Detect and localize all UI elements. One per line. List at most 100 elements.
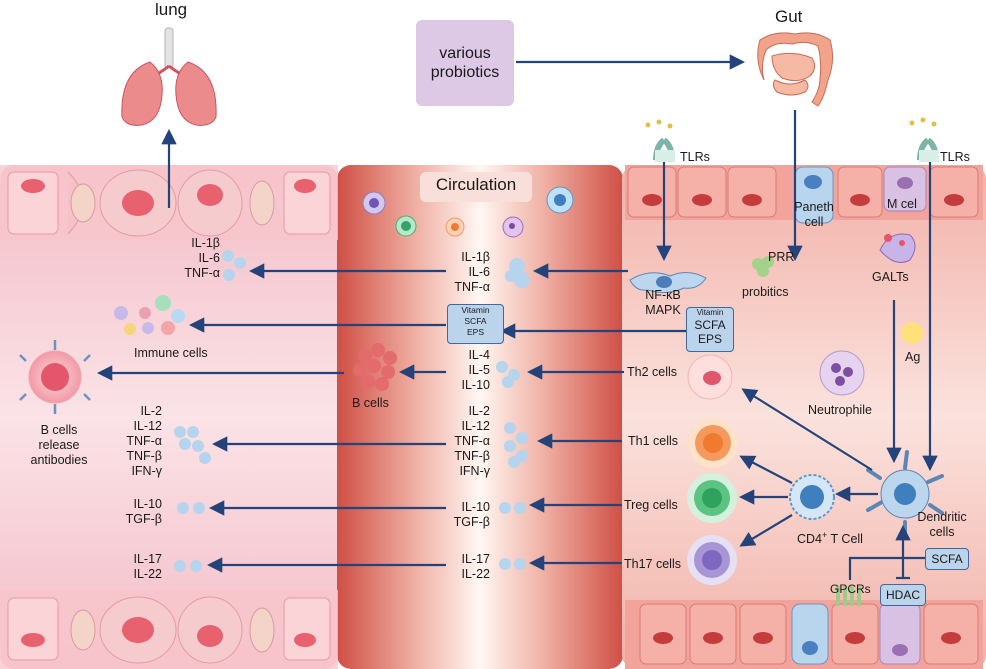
- cytokines-row3-circ: IL-4 IL-5 IL-10: [440, 348, 491, 393]
- immune-cells-label: Immune cells: [134, 346, 208, 360]
- gpcr-receptors: [836, 586, 861, 606]
- cytokine: IFN-γ: [131, 464, 162, 478]
- cytokine: TNF-β: [454, 449, 490, 463]
- cytokine: IL-22: [461, 567, 491, 581]
- immune-cells-cluster: [114, 295, 185, 335]
- cd4-text: CD4: [797, 532, 823, 547]
- cytokine: IL-10: [133, 497, 163, 511]
- gut-metabolite-2: SCFA: [694, 318, 726, 332]
- arrow-cd4-th1: [739, 455, 793, 484]
- cytokine-dots-lung: [174, 250, 246, 572]
- circ-metabolites-box: Vitamin SCFA EPS: [447, 304, 504, 344]
- cytokine: IFN-γ: [459, 464, 490, 478]
- gut-title: Gut: [775, 7, 803, 26]
- probitics-dots: [752, 256, 774, 277]
- treg-cell: [687, 473, 737, 523]
- cd4-rest: T Cell: [827, 532, 863, 547]
- nfkb-dendritic-cell: [629, 272, 707, 294]
- gpcrs-label: GPCRs: [830, 582, 871, 596]
- lung-title: lung: [155, 0, 188, 19]
- dendritic-cell: [866, 450, 944, 538]
- paneth-cell: [794, 166, 834, 224]
- th17-cell: [687, 535, 737, 585]
- circulation-title: Circulation: [435, 175, 517, 194]
- cytokine: TNF-α: [454, 280, 490, 294]
- arrow-cd4-th17: [739, 514, 793, 547]
- cytokine: TNF-α: [184, 266, 220, 280]
- cytokine: TNF-β: [126, 449, 162, 463]
- cytokines-row4-circ: IL-2 IL-12 TNF-α TNF-β IFN-γ: [440, 404, 490, 479]
- probiotics-label: various probiotics: [430, 45, 500, 81]
- cytokine: IL-17: [461, 552, 491, 566]
- mapk-label: MAPK: [645, 303, 681, 317]
- lung-icon: [121, 27, 217, 126]
- cd4-t-cell: [789, 474, 835, 520]
- gut-metabolite-3: EPS: [697, 332, 722, 346]
- tlr-receptor-right: [909, 117, 939, 162]
- blood-cells: [362, 186, 574, 238]
- circulation-panel: [337, 165, 623, 669]
- tlrs-left-label: TLRs: [680, 150, 710, 164]
- prr-label: PRR: [768, 250, 795, 264]
- gut-metabolites-box: Vitamin SCFA EPS: [686, 307, 734, 352]
- cytokine: TNF-α: [454, 434, 490, 448]
- cytokine: IL-4: [468, 348, 490, 362]
- scfa-line-gpcr: [848, 556, 926, 580]
- cytokines-row5-lung: IL-10 TGF-β: [110, 497, 162, 527]
- cytokine: TNF-α: [126, 434, 162, 448]
- cytokine: IL-5: [468, 363, 490, 377]
- cytokine: IL-22: [133, 567, 163, 581]
- cytokine: IL-10: [461, 378, 491, 392]
- galts-label: GALTs: [872, 270, 909, 284]
- cytokines-row6-lung: IL-17 IL-22: [110, 552, 163, 582]
- arrows: [96, 54, 938, 580]
- circ-metabolite-3: EPS: [466, 327, 484, 337]
- cytokine: TGF-β: [125, 512, 162, 526]
- cytokine: IL-6: [468, 265, 490, 279]
- cytokines-row1-lung: IL-1β IL-6 TNF-α: [168, 236, 220, 281]
- paneth-label: Paneth cell: [794, 200, 834, 229]
- cd4-sup: +: [822, 530, 828, 540]
- th2-label: Th2 cells: [627, 365, 678, 379]
- arrow-dc-th2: [741, 388, 873, 471]
- cytokine: IL-12: [461, 419, 491, 433]
- cytokine: IL-2: [468, 404, 490, 418]
- cytokine: IL-12: [133, 419, 163, 433]
- cytokine: IL-10: [461, 500, 491, 514]
- circ-metabolite-2: SCFA: [464, 316, 487, 326]
- cytokine: IL-1β: [191, 236, 220, 250]
- dendritic-label: Dendritic cells: [917, 510, 967, 539]
- probiotics-box: [416, 20, 514, 106]
- galts-icon: [879, 233, 916, 263]
- gut-epithelium-bottom: [625, 600, 983, 669]
- th1-cell: [688, 418, 738, 468]
- hdac-box: HDAC: [880, 584, 926, 606]
- th1-label: Th1 cells: [628, 434, 679, 448]
- lung-panel: [0, 165, 338, 669]
- b-cells-cluster: [353, 343, 397, 391]
- gut-metabolite-1: Vitamin: [696, 308, 724, 317]
- gut-panel: [622, 165, 986, 669]
- th2-cell: [687, 354, 733, 400]
- ag-label: Ag: [905, 350, 921, 364]
- gut-icon: [757, 32, 834, 107]
- treg-label: Treg cells: [624, 498, 678, 512]
- probitics-label: probitics: [742, 285, 789, 299]
- cytokine: TGF-β: [453, 515, 490, 529]
- cytokine: IL-2: [140, 404, 162, 418]
- cytokine: IL-1β: [461, 250, 490, 264]
- scfa-box: SCFA: [925, 548, 969, 570]
- lung-epithelium-bottom: [0, 590, 338, 669]
- cytokine: IL-6: [198, 251, 220, 265]
- th17-label: Th17 cells: [624, 557, 681, 571]
- tlr-receptor-left: [645, 119, 675, 162]
- b-cell-antibodies: [19, 340, 91, 414]
- cd4-label: CD4+ T Cell: [797, 528, 863, 547]
- nfkb-label: NF-κB: [645, 288, 681, 302]
- cytokines-row4-lung: IL-2 IL-12 TNF-α TNF-β IFN-γ: [110, 404, 162, 479]
- neutrophile-label: Neutrophile: [808, 403, 872, 417]
- b-cells-release-label: B cells release antibodies: [30, 423, 88, 467]
- circ-metabolite-1: Vitamin: [461, 305, 490, 315]
- tlrs-right-label: TLRs: [940, 150, 970, 164]
